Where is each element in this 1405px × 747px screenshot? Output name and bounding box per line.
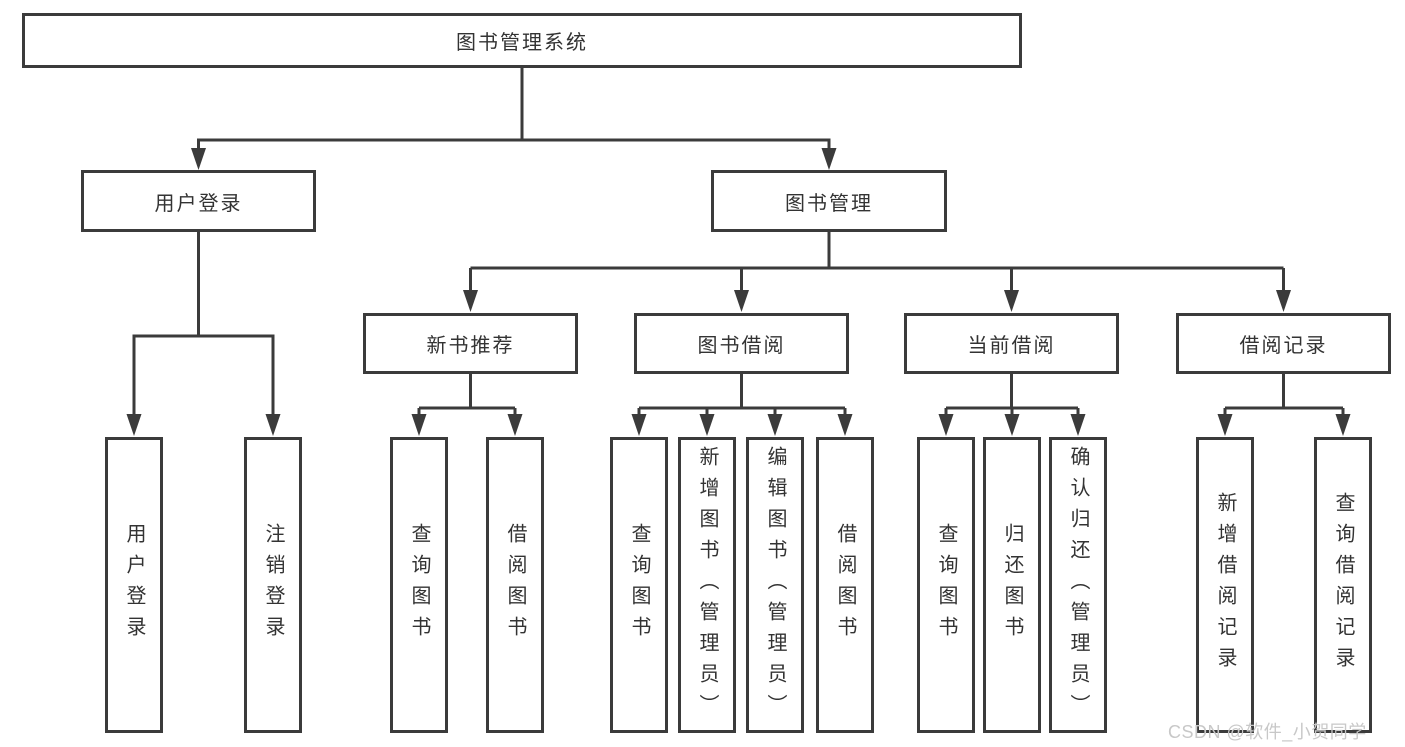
leaf-query-borrow-record: 查询借阅记录: [1314, 437, 1372, 733]
watermark: CSDN @软件_小贺同学: [1168, 722, 1367, 742]
leaf-add-borrow-record-label: 新增借阅记录: [1214, 492, 1236, 678]
leaf-confirm-return-admin-label: 确认归还（管理员）: [1067, 445, 1089, 725]
connector-newrec-split: [417, 374, 517, 422]
leaf-recommend-borrow-books-label: 借阅图书: [504, 523, 526, 647]
leaf-query-borrow-record-label: 查询借阅记录: [1332, 492, 1354, 678]
node-current-borrow-label: 当前借阅: [967, 335, 1056, 357]
node-root: 图书管理系统: [22, 13, 1022, 68]
node-user-login: 用户登录: [81, 170, 316, 232]
node-borrow-records: 借阅记录: [1176, 313, 1391, 374]
leaf-current-query-books: 查询图书: [917, 437, 975, 733]
node-current-borrow: 当前借阅: [904, 313, 1119, 374]
leaf-edit-books-admin: 编辑图书（管理员）: [746, 437, 804, 733]
connector-borrow-split: [637, 374, 847, 422]
leaf-return-books: 归还图书: [983, 437, 1041, 733]
leaf-borrow-books: 借阅图书: [816, 437, 874, 733]
leaf-borrow-books-label: 借阅图书: [834, 523, 856, 647]
connector-records-split: [1223, 374, 1345, 422]
leaf-recommend-query-books-label: 查询图书: [408, 523, 430, 647]
node-borrow-records-label: 借阅记录: [1239, 335, 1328, 357]
leaf-add-borrow-record: 新增借阅记录: [1196, 437, 1254, 733]
leaf-borrow-query-books-label: 查询图书: [628, 523, 650, 647]
leaf-edit-books-admin-label: 编辑图书（管理员）: [764, 445, 786, 725]
leaf-logout-label: 注销登录: [262, 523, 284, 647]
leaf-current-query-books-label: 查询图书: [935, 523, 957, 647]
leaf-confirm-return-admin: 确认归还（管理员）: [1049, 437, 1107, 733]
node-new-book-recommend-label: 新书推荐: [426, 335, 515, 357]
leaf-add-books-admin: 新增图书（管理员）: [678, 437, 736, 733]
leaf-user-login-label: 用户登录: [123, 523, 145, 647]
connector-level2-split: [197, 138, 831, 156]
leaf-borrow-query-books: 查询图书: [610, 437, 668, 733]
leaf-recommend-borrow-books: 借阅图书: [486, 437, 544, 733]
leaf-user-login: 用户登录: [105, 437, 163, 733]
node-root-label: 图书管理系统: [456, 32, 588, 54]
leaf-return-books-label: 归还图书: [1001, 523, 1023, 647]
node-book-borrow-label: 图书借阅: [697, 335, 786, 357]
node-book-management-label: 图书管理: [785, 192, 873, 215]
node-book-management: 图书管理: [711, 170, 947, 232]
leaf-add-books-admin-label: 新增图书（管理员）: [696, 445, 718, 725]
node-user-login-label: 用户登录: [154, 192, 243, 215]
node-book-borrow: 图书借阅: [634, 313, 849, 374]
arrowheads: [126, 148, 1351, 436]
connector-login-split: [132, 334, 275, 422]
leaf-logout: 注销登录: [244, 437, 302, 733]
node-new-book-recommend: 新书推荐: [363, 313, 578, 374]
leaf-recommend-query-books: 查询图书: [390, 437, 448, 733]
